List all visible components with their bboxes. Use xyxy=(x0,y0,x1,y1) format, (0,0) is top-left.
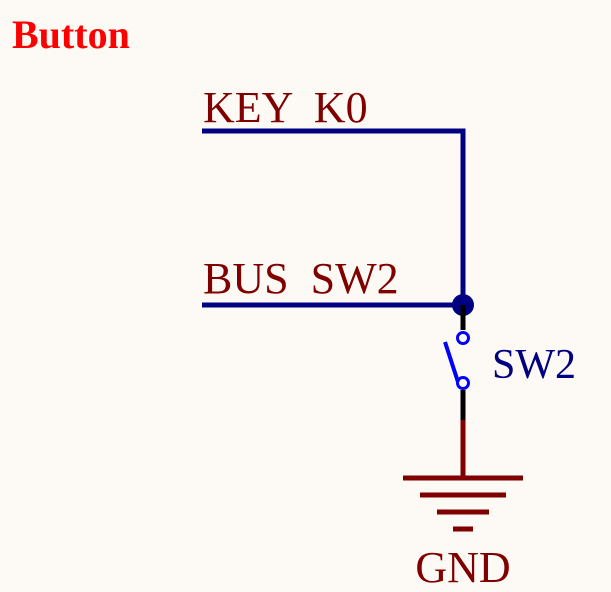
switch-lever xyxy=(443,341,460,383)
key-net-label: KEY K0 xyxy=(203,83,368,132)
diagram-title: Button xyxy=(12,12,130,57)
pushbutton-switch-icon xyxy=(443,305,470,420)
ground-label: GND xyxy=(415,543,510,592)
key-net-wire xyxy=(202,128,466,305)
switch-bottom-contact xyxy=(456,376,470,390)
switch-top-contact xyxy=(456,331,470,345)
ground-symbol-icon xyxy=(403,420,523,532)
switch-reference-label: SW2 xyxy=(492,342,576,388)
bus-net-label: BUS SW2 xyxy=(203,254,399,303)
